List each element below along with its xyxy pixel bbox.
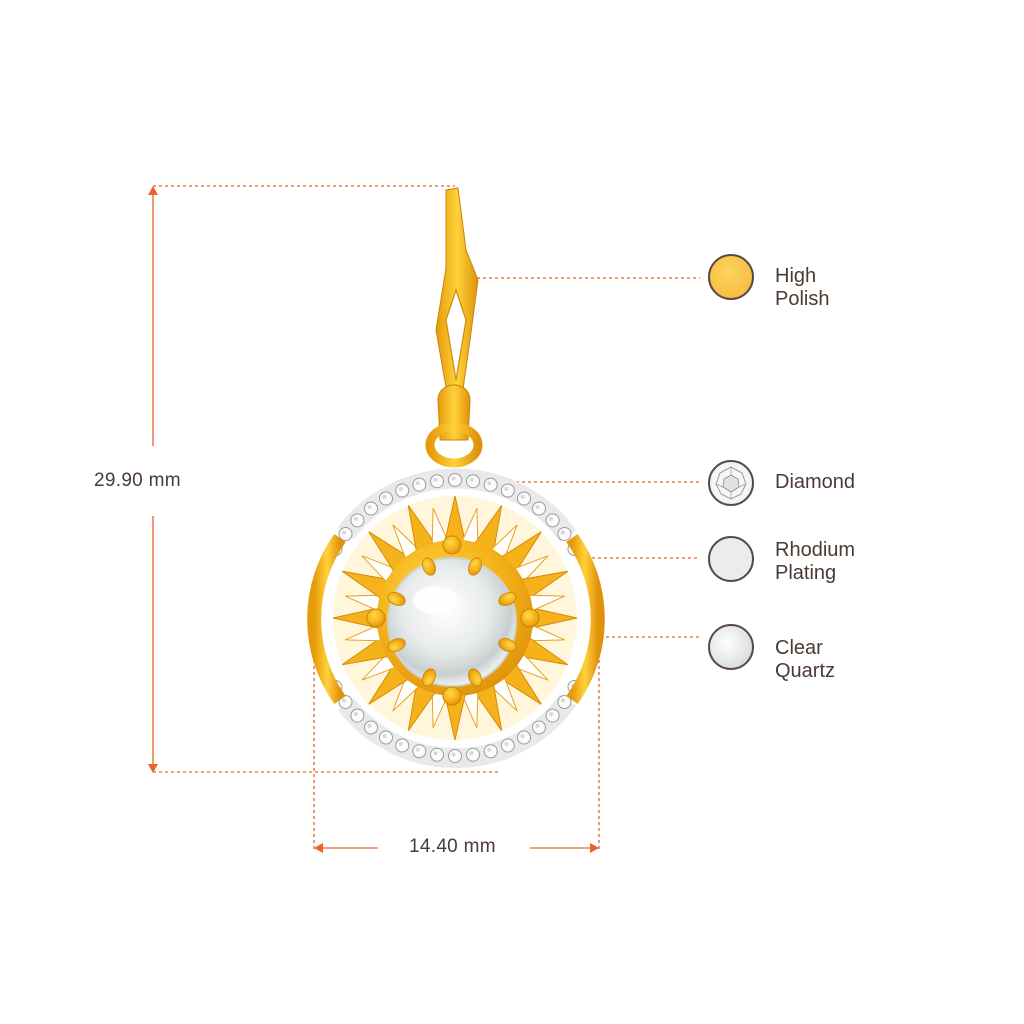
- diamond-swatch-icon: [708, 460, 754, 506]
- legend-label: Rhodium Plating: [775, 539, 856, 584]
- clear-quartz-stone: [387, 557, 517, 687]
- legend-label: High Polish: [775, 265, 830, 310]
- legend-label: Diamond: [775, 471, 856, 493]
- earring-hook: [425, 187, 483, 468]
- width-dimension: [313, 612, 600, 853]
- rhodium-swatch-icon: [708, 536, 754, 582]
- height-dimension: [148, 185, 500, 773]
- height-dimension-label: 29.90 mm: [94, 470, 181, 492]
- high-polish-swatch-icon: [708, 254, 754, 300]
- clear-quartz-swatch-icon: [708, 624, 754, 670]
- width-dimension-label: 14.40 mm: [405, 836, 500, 858]
- pendant: [307, 468, 605, 769]
- legend-label: Clear Quartz: [775, 637, 836, 682]
- prongs: [366, 535, 540, 706]
